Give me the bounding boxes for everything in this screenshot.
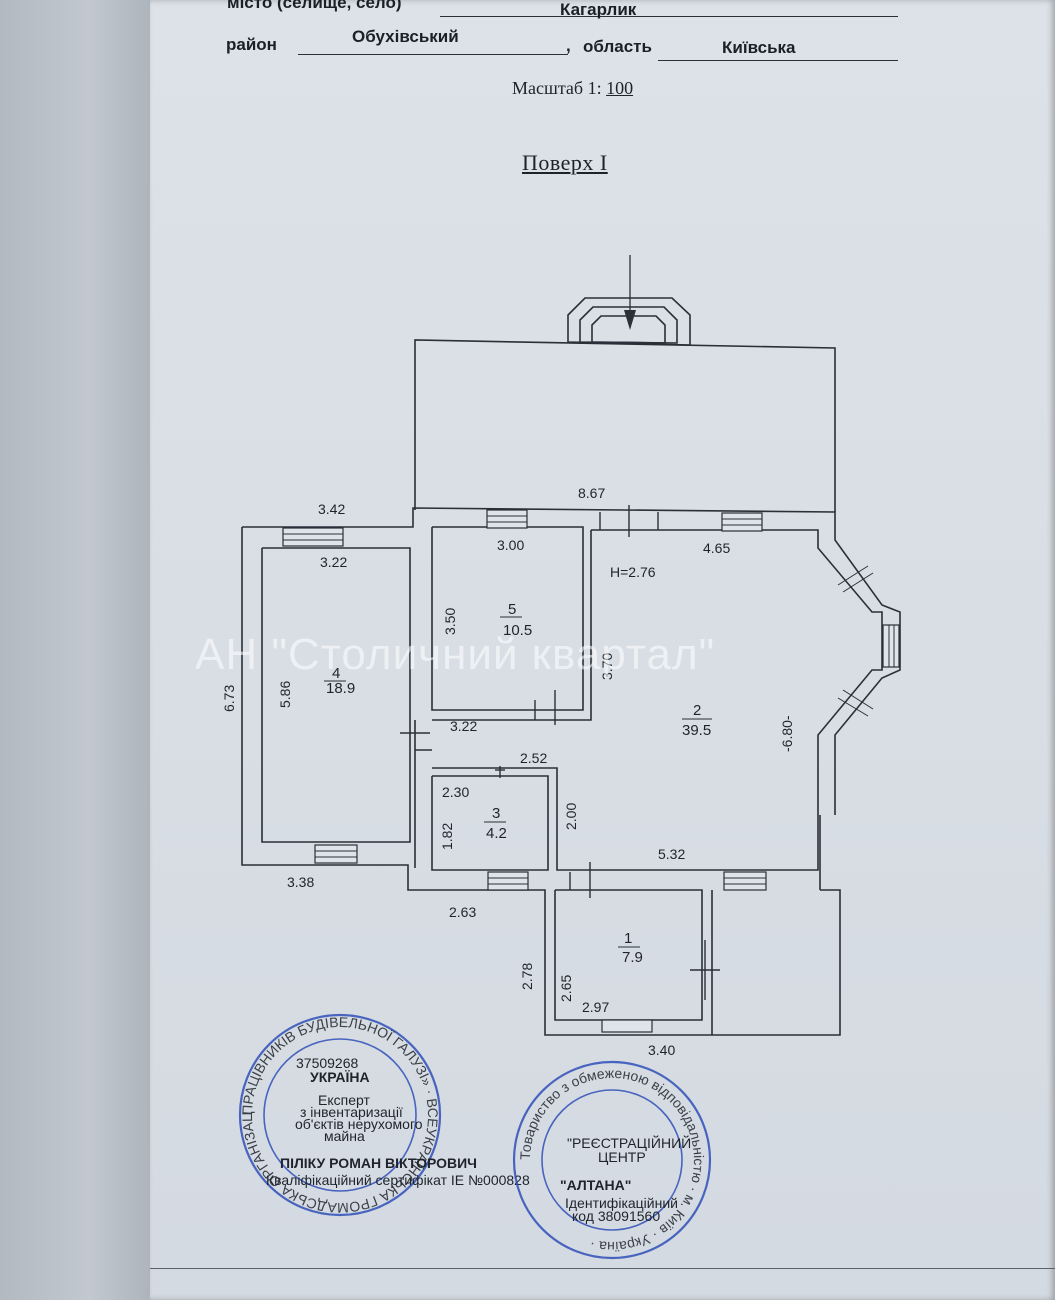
district-label: район <box>226 35 277 54</box>
left-page-edge <box>0 0 150 1300</box>
dim-3-50: 3.50 <box>442 608 458 635</box>
right-stamp-id-label: Ідентифікаційний <box>565 1195 678 1211</box>
room-4-walls <box>261 547 411 843</box>
room-3-walls <box>431 775 549 871</box>
window <box>601 1019 653 1033</box>
window <box>487 871 529 891</box>
document-page <box>150 0 1055 1300</box>
watermark-text: АН "Столичний квартал" <box>195 630 716 679</box>
window-mullions <box>283 515 895 885</box>
room-4-area: 18.9 <box>326 680 355 697</box>
right-stamp-line-2: ЦЕНТР <box>598 1149 646 1165</box>
dim-3-70: 3.70 <box>599 653 615 680</box>
bottom-frame-line <box>150 1268 1055 1269</box>
room-4-number: 4 <box>332 665 340 682</box>
scale-value: 100 <box>606 78 634 98</box>
window <box>486 509 528 529</box>
doors <box>400 505 720 1000</box>
porch-outer <box>567 297 691 346</box>
plan-walls <box>241 297 901 1036</box>
dim-1-82: 1.82 <box>439 823 455 850</box>
left-stamp-line-3: об'єктів нерухомого <box>295 1116 423 1132</box>
left-stamp-outer-ring <box>238 1013 442 1217</box>
region-underline <box>658 60 898 61</box>
city-underline <box>440 16 898 17</box>
floor-title: Поверх I <box>522 150 608 175</box>
region-separator: , <box>566 36 571 55</box>
room-1-walls <box>554 889 703 1021</box>
room-2-walls <box>432 529 883 871</box>
right-stamp-inner-ring <box>541 1089 683 1231</box>
dim-2-30: 2.30 <box>442 784 469 800</box>
room-5-walls <box>431 526 584 711</box>
entrance-arrow-icon <box>624 310 636 330</box>
room-5-number: 5 <box>508 601 516 618</box>
left-stamp-country: УКРАЇНА <box>310 1069 370 1085</box>
outer-wall-bottom <box>241 527 841 1036</box>
city-label: місто (селище, село) <box>227 0 402 12</box>
scale-text: Масштаб 1: 100 <box>512 78 633 99</box>
dim-5-86: 5.86 <box>277 681 293 708</box>
scale-label: Масштаб 1: <box>512 78 602 98</box>
left-stamp-line-2: з інвентаризації <box>300 1104 403 1120</box>
dim-2-97: 2.97 <box>582 999 609 1015</box>
right-stamp-id-code: код 38091560 <box>572 1208 660 1224</box>
dim-2-00: 2.00 <box>563 803 579 830</box>
left-stamp-code: 37509268 <box>296 1055 359 1071</box>
region-label: область <box>583 37 652 56</box>
right-stamp: Товариство з обмеженою відповідальністю … <box>512 1060 712 1260</box>
room-2-area: 39.5 <box>682 722 711 739</box>
dim-2-65: 2.65 <box>558 975 574 1002</box>
porch-mid <box>579 306 678 344</box>
window <box>882 624 900 668</box>
dim-3-22-top: 3.22 <box>320 554 347 570</box>
room-2-inner <box>432 530 592 721</box>
district-underline <box>298 54 568 55</box>
left-stamp-line-4: майна <box>324 1128 365 1144</box>
room-1-number: 1 <box>624 930 632 947</box>
left-stamp-line-1: Експерт <box>318 1092 370 1108</box>
dim-2-52: 2.52 <box>520 750 547 766</box>
right-stamp-line-1: "РЕЄСТРАЦІЙНИЙ <box>567 1134 691 1151</box>
dim-5-32: 5.32 <box>658 846 685 862</box>
district-value: Обухівський <box>352 27 459 46</box>
dim-3-22-mid: 3.22 <box>450 718 477 734</box>
city-value: Кагарлик <box>560 0 637 19</box>
window <box>723 871 767 891</box>
window <box>314 844 358 864</box>
dim-2-63: 2.63 <box>449 904 476 920</box>
dim-3-38: 3.38 <box>287 874 314 890</box>
window <box>721 512 763 532</box>
dim-3-42: 3.42 <box>318 501 345 517</box>
room-3-number: 3 <box>492 805 500 822</box>
ceiling-height: H=2.76 <box>610 564 656 580</box>
right-stamp-outer-ring <box>512 1060 712 1260</box>
windows <box>282 509 900 1033</box>
dim-3-40: 3.40 <box>648 1042 675 1058</box>
room-3-area: 4.2 <box>486 825 507 842</box>
left-stamp-cert: Кваліфікаційний сертифікат ІЕ №000828 <box>266 1172 530 1188</box>
region-value: Київська <box>722 38 796 57</box>
dim-8-67: 8.67 <box>578 485 605 501</box>
dim-2-78: 2.78 <box>519 963 535 990</box>
porch-inner <box>591 315 666 344</box>
room-5-area: 10.5 <box>503 622 532 639</box>
terrace-outline <box>414 339 836 512</box>
dim-3-00: 3.00 <box>497 537 524 553</box>
dim-6-80: -6.80- <box>779 715 795 752</box>
dim-4-65: 4.65 <box>703 540 730 556</box>
room-1-area: 7.9 <box>622 949 643 966</box>
right-stamp-name: "АЛТАНА" <box>560 1177 631 1193</box>
window <box>282 527 344 547</box>
dim-6-73: 6.73 <box>221 685 237 712</box>
left-stamp-name: ПІЛІКУ РОМАН ВІКТОРОВИЧ <box>280 1155 477 1171</box>
outer-wall-top <box>242 507 901 815</box>
left-stamp-ring-text: ПРАЦІВНИКІВ БУДІВЕЛЬНОЇ ГАЛУЗІ» · ВСЕУКР… <box>0 0 441 1216</box>
left-stamp-inner-ring <box>263 1038 417 1192</box>
room-2-number: 2 <box>693 702 701 719</box>
